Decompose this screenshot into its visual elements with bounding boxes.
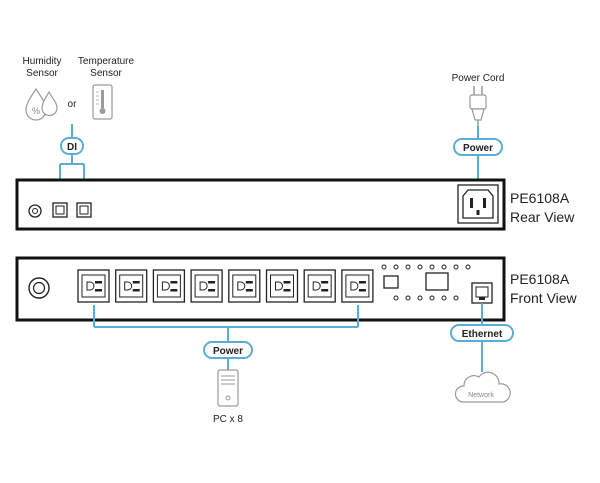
- led-2-2: [405, 295, 411, 301]
- outlet-group: [77, 269, 374, 303]
- led-2-6: [453, 295, 459, 301]
- power-inlet[interactable]: [457, 184, 499, 224]
- outlet-3[interactable]: [152, 269, 186, 303]
- pdu-rear-panel: [15, 178, 506, 231]
- di-port-1[interactable]: [52, 202, 68, 218]
- led-indicators: [381, 264, 471, 301]
- power-bus-lines: [93, 305, 359, 370]
- led-2-3: [417, 295, 423, 301]
- network-cloud-icon: [454, 371, 511, 403]
- rear-model-label: PE6108A: [510, 190, 570, 206]
- led-2-1: [393, 295, 399, 301]
- power-label-bottom: Power: [213, 346, 243, 357]
- outlet-1[interactable]: [77, 269, 110, 303]
- led-2-4: [429, 295, 435, 301]
- pc-count-label: PC x 8: [213, 414, 243, 425]
- svg-text:%: %: [32, 106, 40, 116]
- front-model-label: PE6108A: [510, 271, 570, 287]
- led-1-2: [393, 264, 399, 270]
- humidity-sensor-icon: %: [25, 87, 58, 121]
- led-1-5: [429, 264, 435, 270]
- ethernet-port[interactable]: [471, 282, 493, 304]
- temperature-sensor-label-line2: Sensor: [90, 68, 122, 79]
- rear-view-label: Rear View: [510, 209, 575, 225]
- outlet-2[interactable]: [115, 269, 148, 303]
- di-port-2[interactable]: [76, 202, 92, 218]
- led-2-5: [441, 295, 447, 301]
- led-1-7: [453, 264, 459, 270]
- front-port-right[interactable]: [425, 272, 449, 291]
- di-badge: [60, 137, 84, 155]
- network-label: Network: [468, 392, 494, 399]
- power-plug-icon: [469, 86, 487, 126]
- humidity-sensor-label-line2: Sensor: [26, 68, 58, 79]
- power-button[interactable]: [28, 277, 50, 299]
- outlet-6[interactable]: [265, 269, 299, 303]
- led-1-1: [381, 264, 387, 270]
- temperature-sensor-label-line1: Temperature: [78, 56, 135, 67]
- front-view-label: Front View: [510, 290, 578, 306]
- outlet-5[interactable]: [228, 269, 261, 303]
- led-1-8: [465, 264, 471, 270]
- or-label: or: [68, 99, 78, 110]
- humidity-sensor-label-line1: Humidity: [23, 56, 62, 67]
- outlet-7[interactable]: [303, 269, 336, 303]
- pc-tower-icon: [217, 369, 239, 407]
- outlet-8[interactable]: [341, 269, 374, 303]
- outlet-4[interactable]: [190, 269, 223, 303]
- power-label-top: Power: [463, 143, 493, 154]
- ethernet-label: Ethernet: [462, 329, 503, 340]
- pdu-front-panel: [15, 256, 506, 322]
- led-1-6: [441, 264, 447, 270]
- ground-screw-icon: [28, 204, 42, 218]
- front-port-left[interactable]: [383, 275, 399, 289]
- thermometer-icon: [92, 84, 113, 120]
- power-cord-label: Power Cord: [452, 73, 505, 84]
- power-badge-bottom: [203, 341, 253, 359]
- led-1-4: [417, 264, 423, 270]
- led-1-3: [405, 264, 411, 270]
- di-label: DI: [67, 142, 77, 153]
